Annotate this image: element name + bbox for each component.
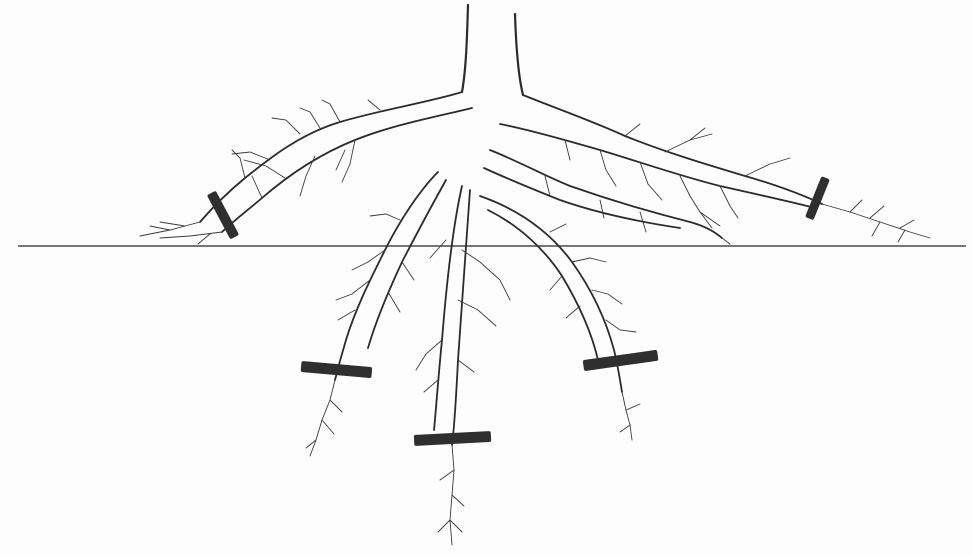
marker-right-deep xyxy=(583,350,659,371)
center-taproot xyxy=(416,186,510,545)
right-deep-root xyxy=(480,196,640,440)
right-lateral-root xyxy=(500,95,930,242)
root-markers xyxy=(207,176,830,446)
trunk xyxy=(462,5,523,95)
left-deep-root xyxy=(306,172,446,456)
marker-center-deep xyxy=(414,431,491,446)
left-lateral-root xyxy=(140,92,472,244)
